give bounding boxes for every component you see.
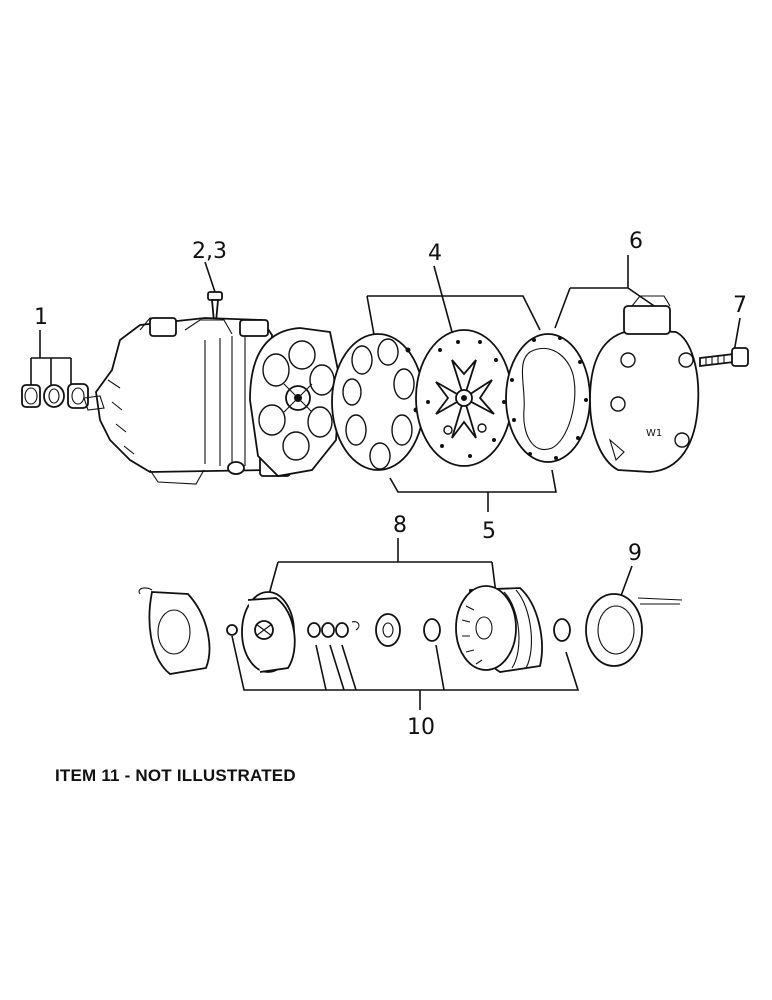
leader-lines xyxy=(30,255,741,710)
footnote-not-illustrated: ITEM 11 - NOT ILLUSTRATED xyxy=(55,766,296,785)
clutch-pulley xyxy=(455,585,543,673)
callout-9: 9 xyxy=(628,541,642,566)
rear-gasket xyxy=(505,333,591,463)
callout-6: 6 xyxy=(629,229,643,254)
valve-plate-front xyxy=(249,327,341,477)
callout-7: 7 xyxy=(733,293,747,318)
callout-1: 1 xyxy=(34,305,48,330)
gasket-plate xyxy=(331,333,425,471)
item-9-coil xyxy=(585,593,683,667)
item-7-bolt xyxy=(699,347,749,368)
item-8-hub xyxy=(226,591,296,673)
head-stamp: W1 xyxy=(646,428,662,439)
item-1-fittings xyxy=(21,383,89,409)
callout-2-3: 2,3 xyxy=(192,239,227,264)
callout-5: 5 xyxy=(482,519,496,544)
item-4-reed-valve xyxy=(415,329,513,467)
callout-10: 10 xyxy=(407,715,435,740)
clutch-front-plate xyxy=(138,587,211,675)
callout-4: 4 xyxy=(428,241,442,266)
item-2-3-bolt xyxy=(207,291,223,323)
item-10-washers xyxy=(307,613,571,647)
item-6-rear-head: W1 xyxy=(589,295,700,473)
callout-8: 8 xyxy=(393,513,407,538)
